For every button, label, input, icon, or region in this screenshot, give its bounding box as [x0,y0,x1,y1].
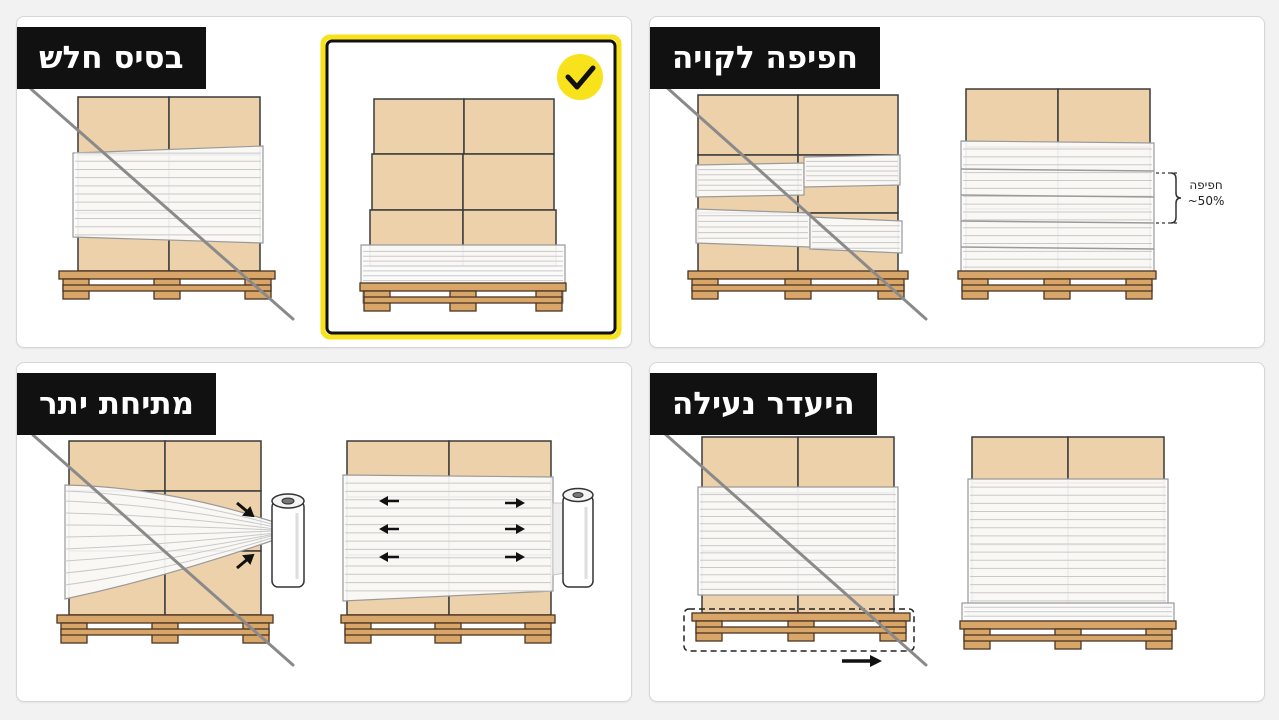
arrow-right-icon [842,655,882,667]
stretch-film [64,484,280,600]
correct-pallet-load [959,436,1177,650]
arrow-icon [505,498,525,508]
wrong-pallet-load [29,87,295,321]
panel-title: בסיס חלש [17,27,206,89]
wrong-pallet-load [662,83,928,321]
stretch-film [960,140,1155,274]
cardboard-box [965,88,1059,148]
cardboard-box [1057,88,1151,148]
stretch-film-band [695,208,903,254]
arrow-icon [236,501,255,518]
cardboard-box [971,436,1069,484]
pallet [957,270,1157,300]
wrong-pallet-load [31,433,305,667]
cardboard-box [164,440,262,492]
cardboard-box [797,436,895,494]
stretch-film [72,145,264,244]
arrow-icon [379,552,399,562]
overlap-value: ~50% [1187,194,1225,208]
wrong-pallet-load [662,431,928,667]
cardboard-box [701,436,799,494]
stretch-film [342,474,566,602]
no-lock-illustration [662,431,1177,667]
over-tension-illustration [31,433,594,667]
cardboard-box [168,96,261,156]
cross-out-line [662,83,928,321]
weak-base-illustration [29,34,622,340]
pallet [56,614,274,644]
cardboard-box [1067,436,1165,484]
correct-pallet-load [957,88,1157,300]
cardboard-box [68,440,166,492]
overlap-annotation: חפיפה ~50% [1174,177,1238,209]
overlap-label: חפיפה [1189,178,1223,192]
cardboard-box [462,153,555,211]
film-strands [64,490,276,586]
stretch-film [697,486,899,596]
film-roll-icon [271,493,305,588]
cardboard-box [371,153,464,211]
unwrapped-pallet-outline [683,608,915,652]
cardboard-box [463,98,555,155]
pallet [691,612,911,642]
pallet [359,282,567,312]
correct-pallet-load [340,440,594,644]
cardboard-box [797,94,899,156]
overlap-illustration [662,83,1182,321]
cardboard-box [697,94,799,156]
arrow-icon [505,524,525,534]
panel-poor-overlap: חפיפה ~50% חפיפה לקויה [649,16,1265,348]
panel-title: היעדר נעילה [650,373,877,435]
arrow-icon [505,552,525,562]
cardboard-box [373,98,465,155]
panel-weak-base: בסיס חלש [16,16,632,348]
cardboard-box [77,96,170,156]
cross-out-line [29,87,295,321]
panel-title: חפיפה לקויה [650,27,880,89]
pallet [959,620,1177,650]
check-icon [557,54,603,100]
arrow-icon [379,524,399,534]
cross-out-line [662,431,928,667]
correct-pallet-load [359,98,567,312]
arrow-icon [379,496,399,506]
bracket-icon [1156,172,1182,224]
panel-over-tension: מתיחת יתר [16,362,632,702]
panel-title: מתיחת יתר [17,373,216,435]
panel-no-lock: היעדר נעילה [649,362,1265,702]
film-roll-icon [562,487,594,588]
stretch-film-band [695,154,901,198]
stretch-film [961,478,1175,626]
arrow-icon [236,553,255,570]
cross-out-line [31,433,295,667]
pallet [340,614,556,644]
